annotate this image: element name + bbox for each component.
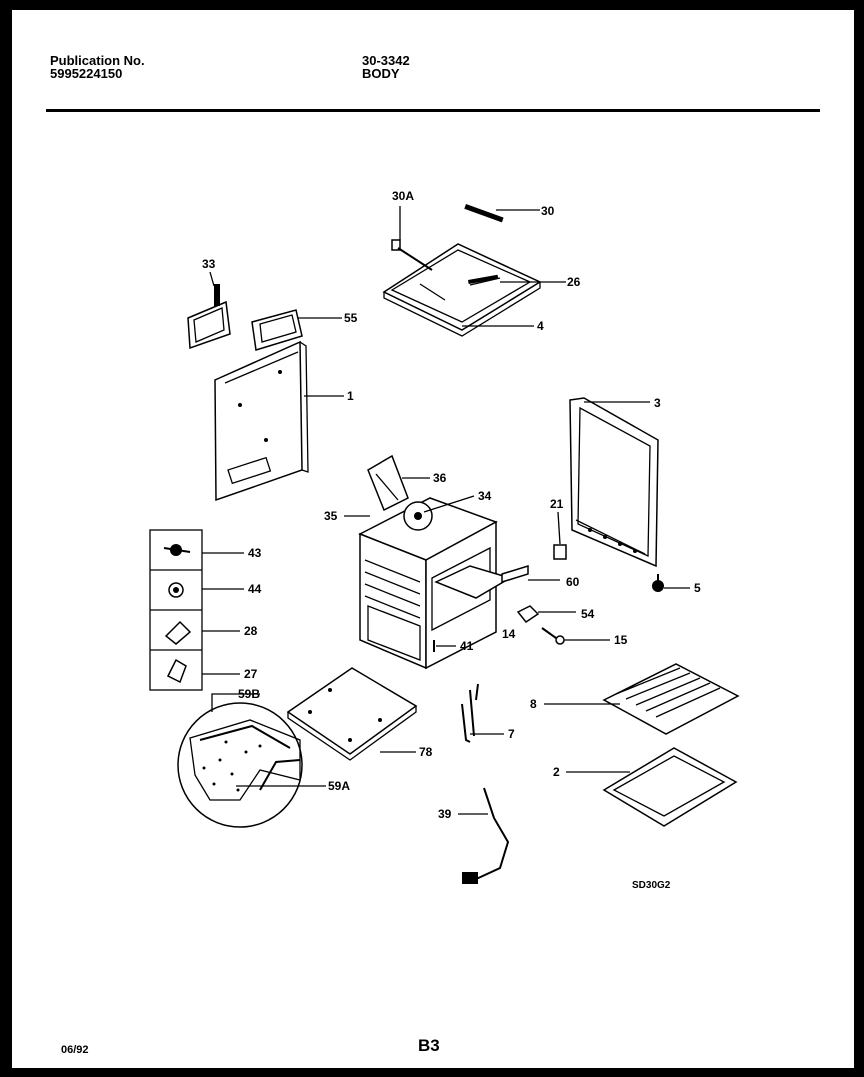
callout-30a: 30A	[392, 189, 414, 203]
callout-5: 5	[694, 581, 701, 595]
callout-28: 28	[244, 624, 258, 638]
callout-78: 78	[419, 745, 433, 759]
header-rule	[46, 109, 820, 112]
small-hardware-parts	[433, 544, 664, 652]
cooktop-part	[382, 243, 542, 337]
publication-number: 5995224150	[50, 66, 123, 81]
oven-rack-part	[602, 663, 740, 735]
burner-rod-part	[464, 204, 504, 223]
callout-54: 54	[581, 607, 595, 621]
wire-harness-part	[461, 683, 479, 743]
callout-39: 39	[438, 807, 452, 821]
vent-gasket-part	[251, 309, 303, 351]
bottom-panel-part	[286, 667, 418, 761]
callout-labels: 30A 30 26 4 33 55 1 3 36 34 35 21 60 5 5…	[202, 189, 701, 891]
callout-7: 7	[508, 727, 515, 741]
callout-43: 43	[248, 546, 262, 560]
callout-55: 55	[344, 311, 358, 325]
callout-2: 2	[553, 765, 560, 779]
callout-1: 1	[347, 389, 354, 403]
callout-59a: 59A	[328, 779, 350, 793]
callout-27: 27	[244, 667, 258, 681]
broiler-drawer-part	[434, 564, 529, 599]
callout-59b: 59B	[238, 687, 260, 701]
callout-26: 26	[567, 275, 581, 289]
broiler-pan-part	[602, 747, 738, 827]
model-number: 30-3342	[362, 53, 410, 68]
oven-body-part	[358, 454, 498, 670]
callout-3: 3	[654, 396, 661, 410]
door-frame-part	[569, 397, 659, 568]
power-cord-part	[462, 787, 510, 884]
callout-4: 4	[537, 319, 544, 333]
callout-8: 8	[530, 697, 537, 711]
callout-60: 60	[566, 575, 580, 589]
footer-page-number: B3	[418, 1036, 440, 1055]
insulation-detail-part	[177, 702, 303, 828]
callout-33: 33	[202, 257, 216, 271]
section-title: BODY	[362, 66, 400, 81]
callout-30: 30	[541, 204, 555, 218]
vent-trim-part	[187, 284, 231, 350]
callout-14: 14	[502, 627, 516, 641]
callout-35: 35	[324, 509, 338, 523]
callout-15: 15	[614, 633, 628, 647]
callout-44: 44	[248, 582, 262, 596]
footer-date: 06/92	[61, 1044, 89, 1056]
side-panel-part	[214, 340, 309, 502]
leader-lines	[202, 206, 690, 815]
callout-36: 36	[433, 471, 447, 485]
hardware-inset-boxes	[149, 529, 203, 691]
callout-41: 41	[460, 639, 474, 653]
valve-bracket-part	[391, 239, 433, 271]
callout-34: 34	[478, 489, 492, 503]
callout-21: 21	[550, 497, 564, 511]
publication-label: Publication No.	[50, 53, 145, 68]
drawing-code: SD30G2	[632, 880, 671, 891]
